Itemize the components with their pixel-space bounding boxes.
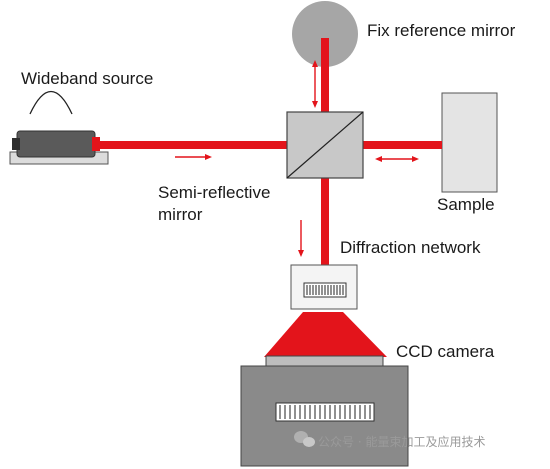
label-ccd-camera: CCD camera <box>396 342 495 361</box>
label-semi-reflective-line2: mirror <box>158 205 203 224</box>
sample-block <box>441 92 498 193</box>
wideband-source <box>9 91 109 165</box>
label-semi-reflective-line1: Semi-reflective <box>158 183 271 202</box>
watermark-text: 公众号 · 能量束加工及应用技术 <box>318 435 486 449</box>
spectrum-curve <box>29 91 73 115</box>
diffracted-light-cone <box>264 312 387 357</box>
arrow-source-right <box>175 154 212 160</box>
beam-splitter-to-grating <box>321 178 329 265</box>
label-fix-reference-mirror: Fix reference mirror <box>367 21 516 40</box>
arrow-mirror-bidirectional <box>312 60 318 108</box>
beam-source-to-splitter <box>96 141 288 149</box>
beam-splitter-to-mirror <box>321 38 329 112</box>
label-sample: Sample <box>437 195 495 214</box>
fix-reference-mirror <box>292 1 358 67</box>
beam-splitter-to-sample <box>362 141 442 149</box>
arrow-down-to-grating <box>298 220 304 257</box>
label-diffraction-network: Diffraction network <box>340 238 481 257</box>
wechat-icon <box>294 431 315 447</box>
arrow-sample-bidirectional <box>375 156 419 162</box>
beam-splitter-cube <box>286 111 364 179</box>
label-wideband-source: Wideband source <box>21 69 154 88</box>
ccd-camera <box>240 355 409 467</box>
diffraction-grating <box>290 264 358 310</box>
